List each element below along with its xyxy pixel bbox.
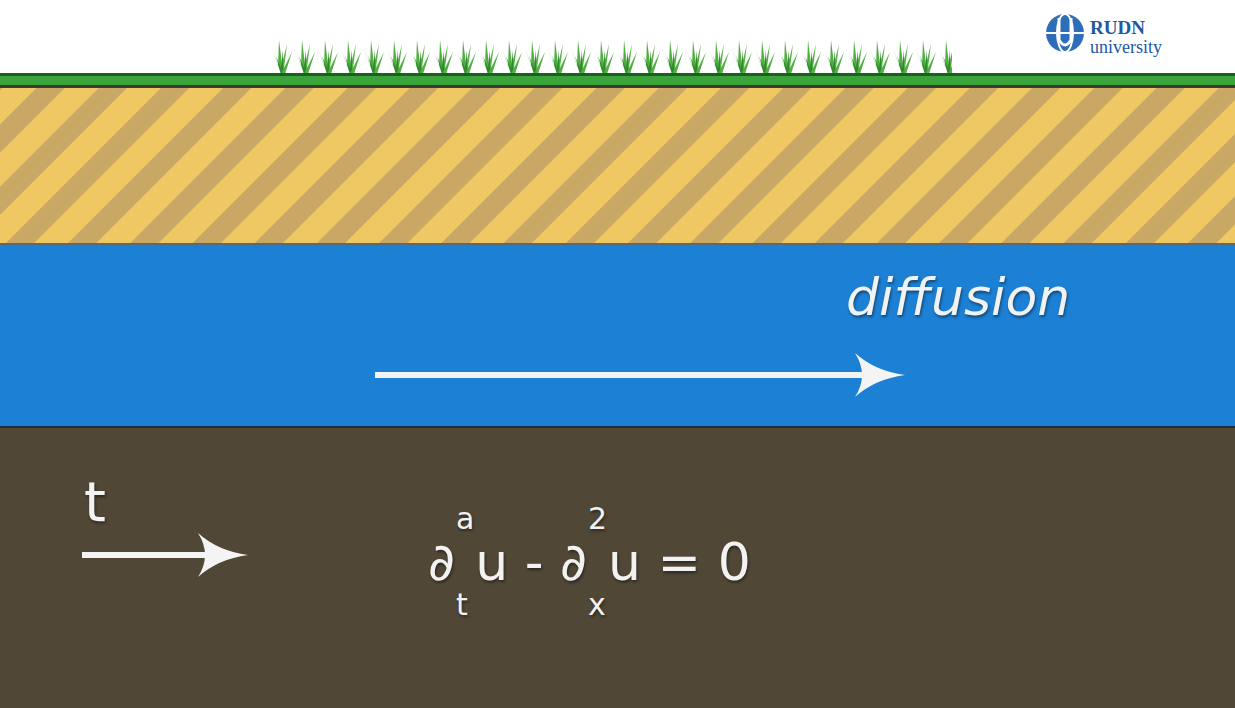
arrow-head — [855, 353, 905, 397]
water-layer: diffusion — [0, 245, 1235, 428]
university-logo — [1046, 14, 1084, 52]
turf — [0, 76, 1235, 85]
time-label: t — [84, 474, 106, 530]
ground-illustration — [0, 0, 1235, 245]
index-stack: 2x — [588, 504, 607, 620]
soil-layer: t∂atu - ∂2xu = 0 — [0, 428, 1235, 708]
turf-edge — [0, 85, 1235, 88]
equation-term: ∂ — [428, 536, 455, 588]
grass — [270, 38, 952, 74]
superscript: a — [456, 504, 474, 534]
layer-label: diffusion — [846, 271, 1070, 323]
superscript: 2 — [588, 504, 607, 534]
logo-text: university — [1090, 38, 1162, 56]
subscript: t — [456, 590, 474, 620]
equation-term: u = 0 — [608, 536, 751, 588]
equation-term: u - ∂ — [475, 536, 587, 588]
arrow-shaft — [82, 552, 218, 558]
arrow-shaft — [375, 372, 875, 378]
index-stack: at — [456, 504, 474, 620]
sand-layer — [0, 88, 1235, 243]
equation: ∂atu - ∂2xu = 0 — [428, 504, 751, 620]
turf-edge — [0, 73, 1235, 76]
logo-text: RUDN — [1090, 18, 1145, 37]
arrow-head — [198, 533, 248, 577]
subscript: x — [588, 590, 607, 620]
